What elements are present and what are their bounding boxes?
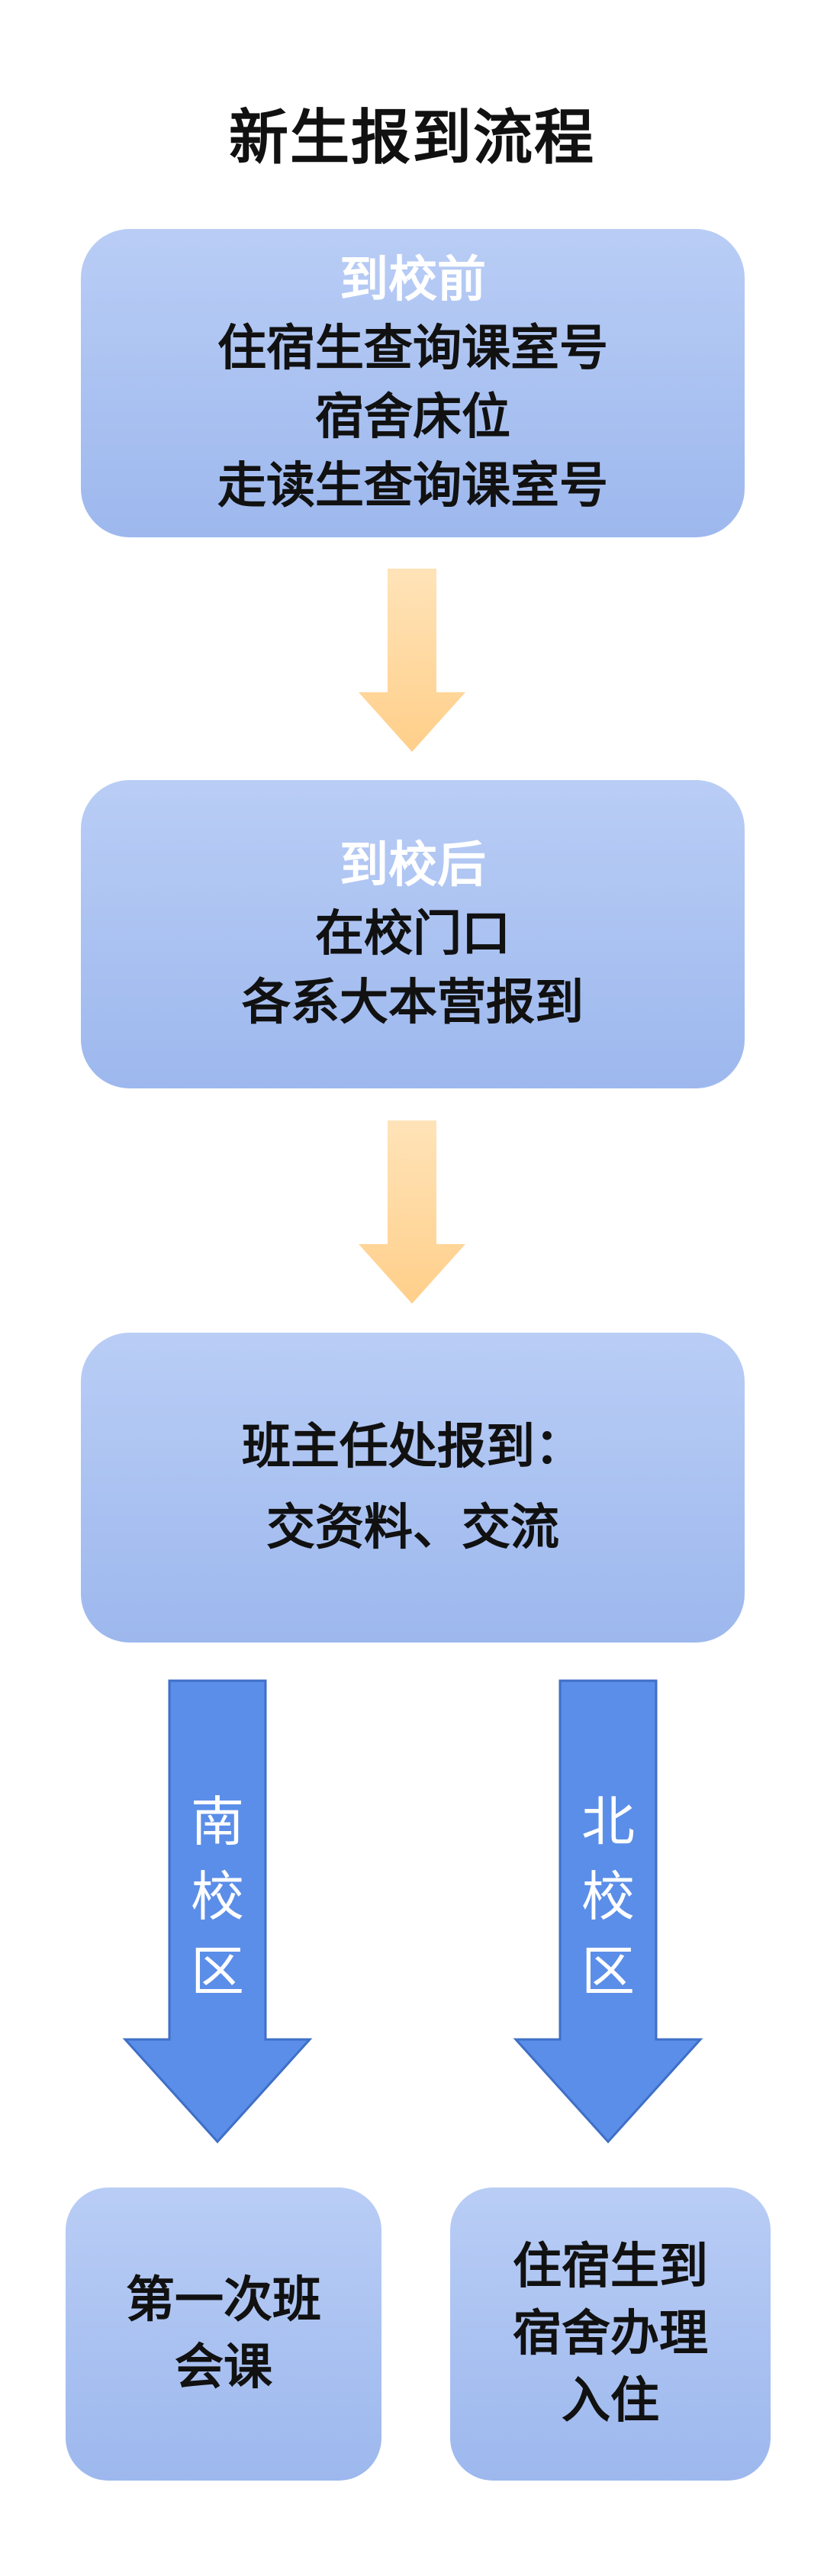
page-title: 新生报到流程 — [228, 104, 595, 172]
north-campus-label-char: 校 — [581, 1865, 635, 1928]
step-class-teacher-line-2: 交资料、交流 — [266, 1500, 559, 1556]
step-before-arrival-heading: 到校前 — [340, 252, 486, 308]
south-campus-arrow-icon — [122, 1679, 313, 2144]
south-campus-label: 南 校 区 — [187, 1785, 248, 2009]
north-campus-label-char: 北 — [581, 1791, 635, 1853]
step-before-arrival-line-2: 宿舍床位 — [315, 389, 510, 446]
south-campus-result-line-1: 第一次班 — [126, 2272, 321, 2329]
south-campus-label-char: 南 — [191, 1791, 244, 1853]
north-campus-label: 北 校 区 — [578, 1785, 639, 2009]
north-campus-result-box: 住宿生到 宿舍办理 入住 — [450, 2188, 771, 2481]
step-class-teacher-line-1: 班主任处报到： — [242, 1419, 584, 1475]
north-campus-label-char: 区 — [581, 1940, 635, 2003]
north-campus-arrow-icon — [513, 1679, 703, 2144]
step-after-arrival-box: 到校后 在校门口 各系大本营报到 — [81, 780, 745, 1088]
down-arrow-icon — [359, 569, 465, 752]
step-after-arrival-heading: 到校后 — [340, 837, 486, 894]
south-campus-result-box: 第一次班 会课 — [66, 2188, 381, 2481]
down-arrow-icon — [359, 1120, 465, 1304]
step-after-arrival-line-2: 各系大本营报到 — [242, 975, 584, 1031]
step-before-arrival-box: 到校前 住宿生查询课室号 宿舍床位 走读生查询课室号 — [81, 229, 745, 537]
north-campus-result-line-1: 住宿生到 — [513, 2239, 708, 2295]
step-before-arrival-line-1: 住宿生查询课室号 — [217, 321, 608, 377]
south-campus-label-char: 校 — [191, 1865, 244, 1928]
south-campus-result-line-2: 会课 — [175, 2339, 272, 2396]
step-before-arrival-line-3: 走读生查询课室号 — [217, 458, 608, 514]
step-after-arrival-line-1: 在校门口 — [315, 906, 510, 962]
north-campus-result-line-2: 宿舍办理 — [513, 2306, 708, 2362]
north-campus-result-line-3: 入住 — [562, 2373, 659, 2429]
south-campus-label-char: 区 — [191, 1940, 244, 2003]
step-class-teacher-box: 班主任处报到： 交资料、交流 — [81, 1333, 745, 1643]
